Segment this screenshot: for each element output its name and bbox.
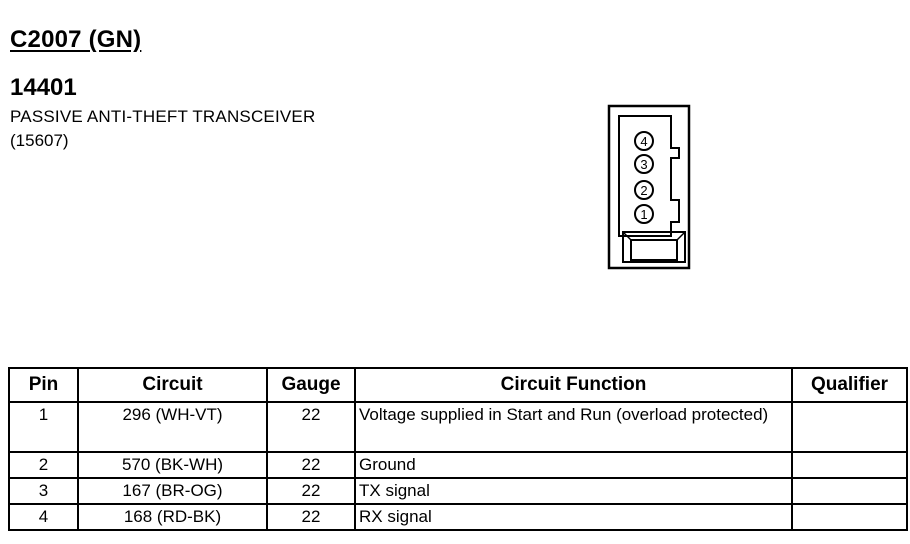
connector-id: C2007 (GN) xyxy=(10,26,142,53)
table-row: 2 570 (BK-WH) 22 Ground xyxy=(8,451,908,479)
pin-cell: 2 xyxy=(8,451,79,479)
header-circuit-function: Circuit Function xyxy=(354,367,793,403)
circuit-cell: 167 (BR-OG) xyxy=(77,477,268,505)
pin-3-marker: 3 xyxy=(634,154,654,174)
qualifier-cell xyxy=(791,503,908,531)
qualifier-cell xyxy=(791,451,908,479)
header-circuit: Circuit xyxy=(77,367,268,403)
circuit-cell: 296 (WH-VT) xyxy=(77,401,268,453)
pin-3-label: 3 xyxy=(640,157,647,172)
qualifier-cell xyxy=(791,401,908,453)
gauge-cell: 22 xyxy=(266,451,356,479)
circuit-cell: 168 (RD-BK) xyxy=(77,503,268,531)
table-header-row: Pin Circuit Gauge Circuit Function Quali… xyxy=(8,367,908,403)
circuit-cell: 570 (BK-WH) xyxy=(77,451,268,479)
header-pin: Pin xyxy=(8,367,79,403)
pin-4-marker: 4 xyxy=(634,131,654,151)
header-qualifier: Qualifier xyxy=(791,367,908,403)
connector-face-drawing: 4 3 2 1 xyxy=(607,104,691,270)
table-row: 1 296 (WH-VT) 22 Voltage supplied in Sta… xyxy=(8,401,908,453)
gauge-cell: 22 xyxy=(266,503,356,531)
pin-1-label: 1 xyxy=(640,207,647,222)
part-number: 14401 xyxy=(10,74,77,101)
pin-2-label: 2 xyxy=(640,183,647,198)
part-reference: (15607) xyxy=(10,131,69,150)
pin-table: Pin Circuit Gauge Circuit Function Quali… xyxy=(8,367,908,531)
qualifier-cell xyxy=(791,477,908,505)
circuit-function-cell: Voltage supplied in Start and Run (overl… xyxy=(354,401,793,453)
gauge-cell: 22 xyxy=(266,401,356,453)
pin-cell: 3 xyxy=(8,477,79,505)
pin-cell: 1 xyxy=(8,401,79,453)
circuit-function-cell: RX signal xyxy=(354,503,793,531)
table-row: 3 167 (BR-OG) 22 TX signal xyxy=(8,477,908,505)
gauge-cell: 22 xyxy=(266,477,356,505)
table-row: 4 168 (RD-BK) 22 RX signal xyxy=(8,503,908,531)
pin-cell: 4 xyxy=(8,503,79,531)
circuit-function-cell: TX signal xyxy=(354,477,793,505)
pin-4-label: 4 xyxy=(640,134,647,149)
pin-1-marker: 1 xyxy=(634,204,654,224)
header-gauge: Gauge xyxy=(266,367,356,403)
pin-2-marker: 2 xyxy=(634,180,654,200)
part-name: PASSIVE ANTI-THEFT TRANSCEIVER xyxy=(10,107,316,126)
circuit-function-cell: Ground xyxy=(354,451,793,479)
